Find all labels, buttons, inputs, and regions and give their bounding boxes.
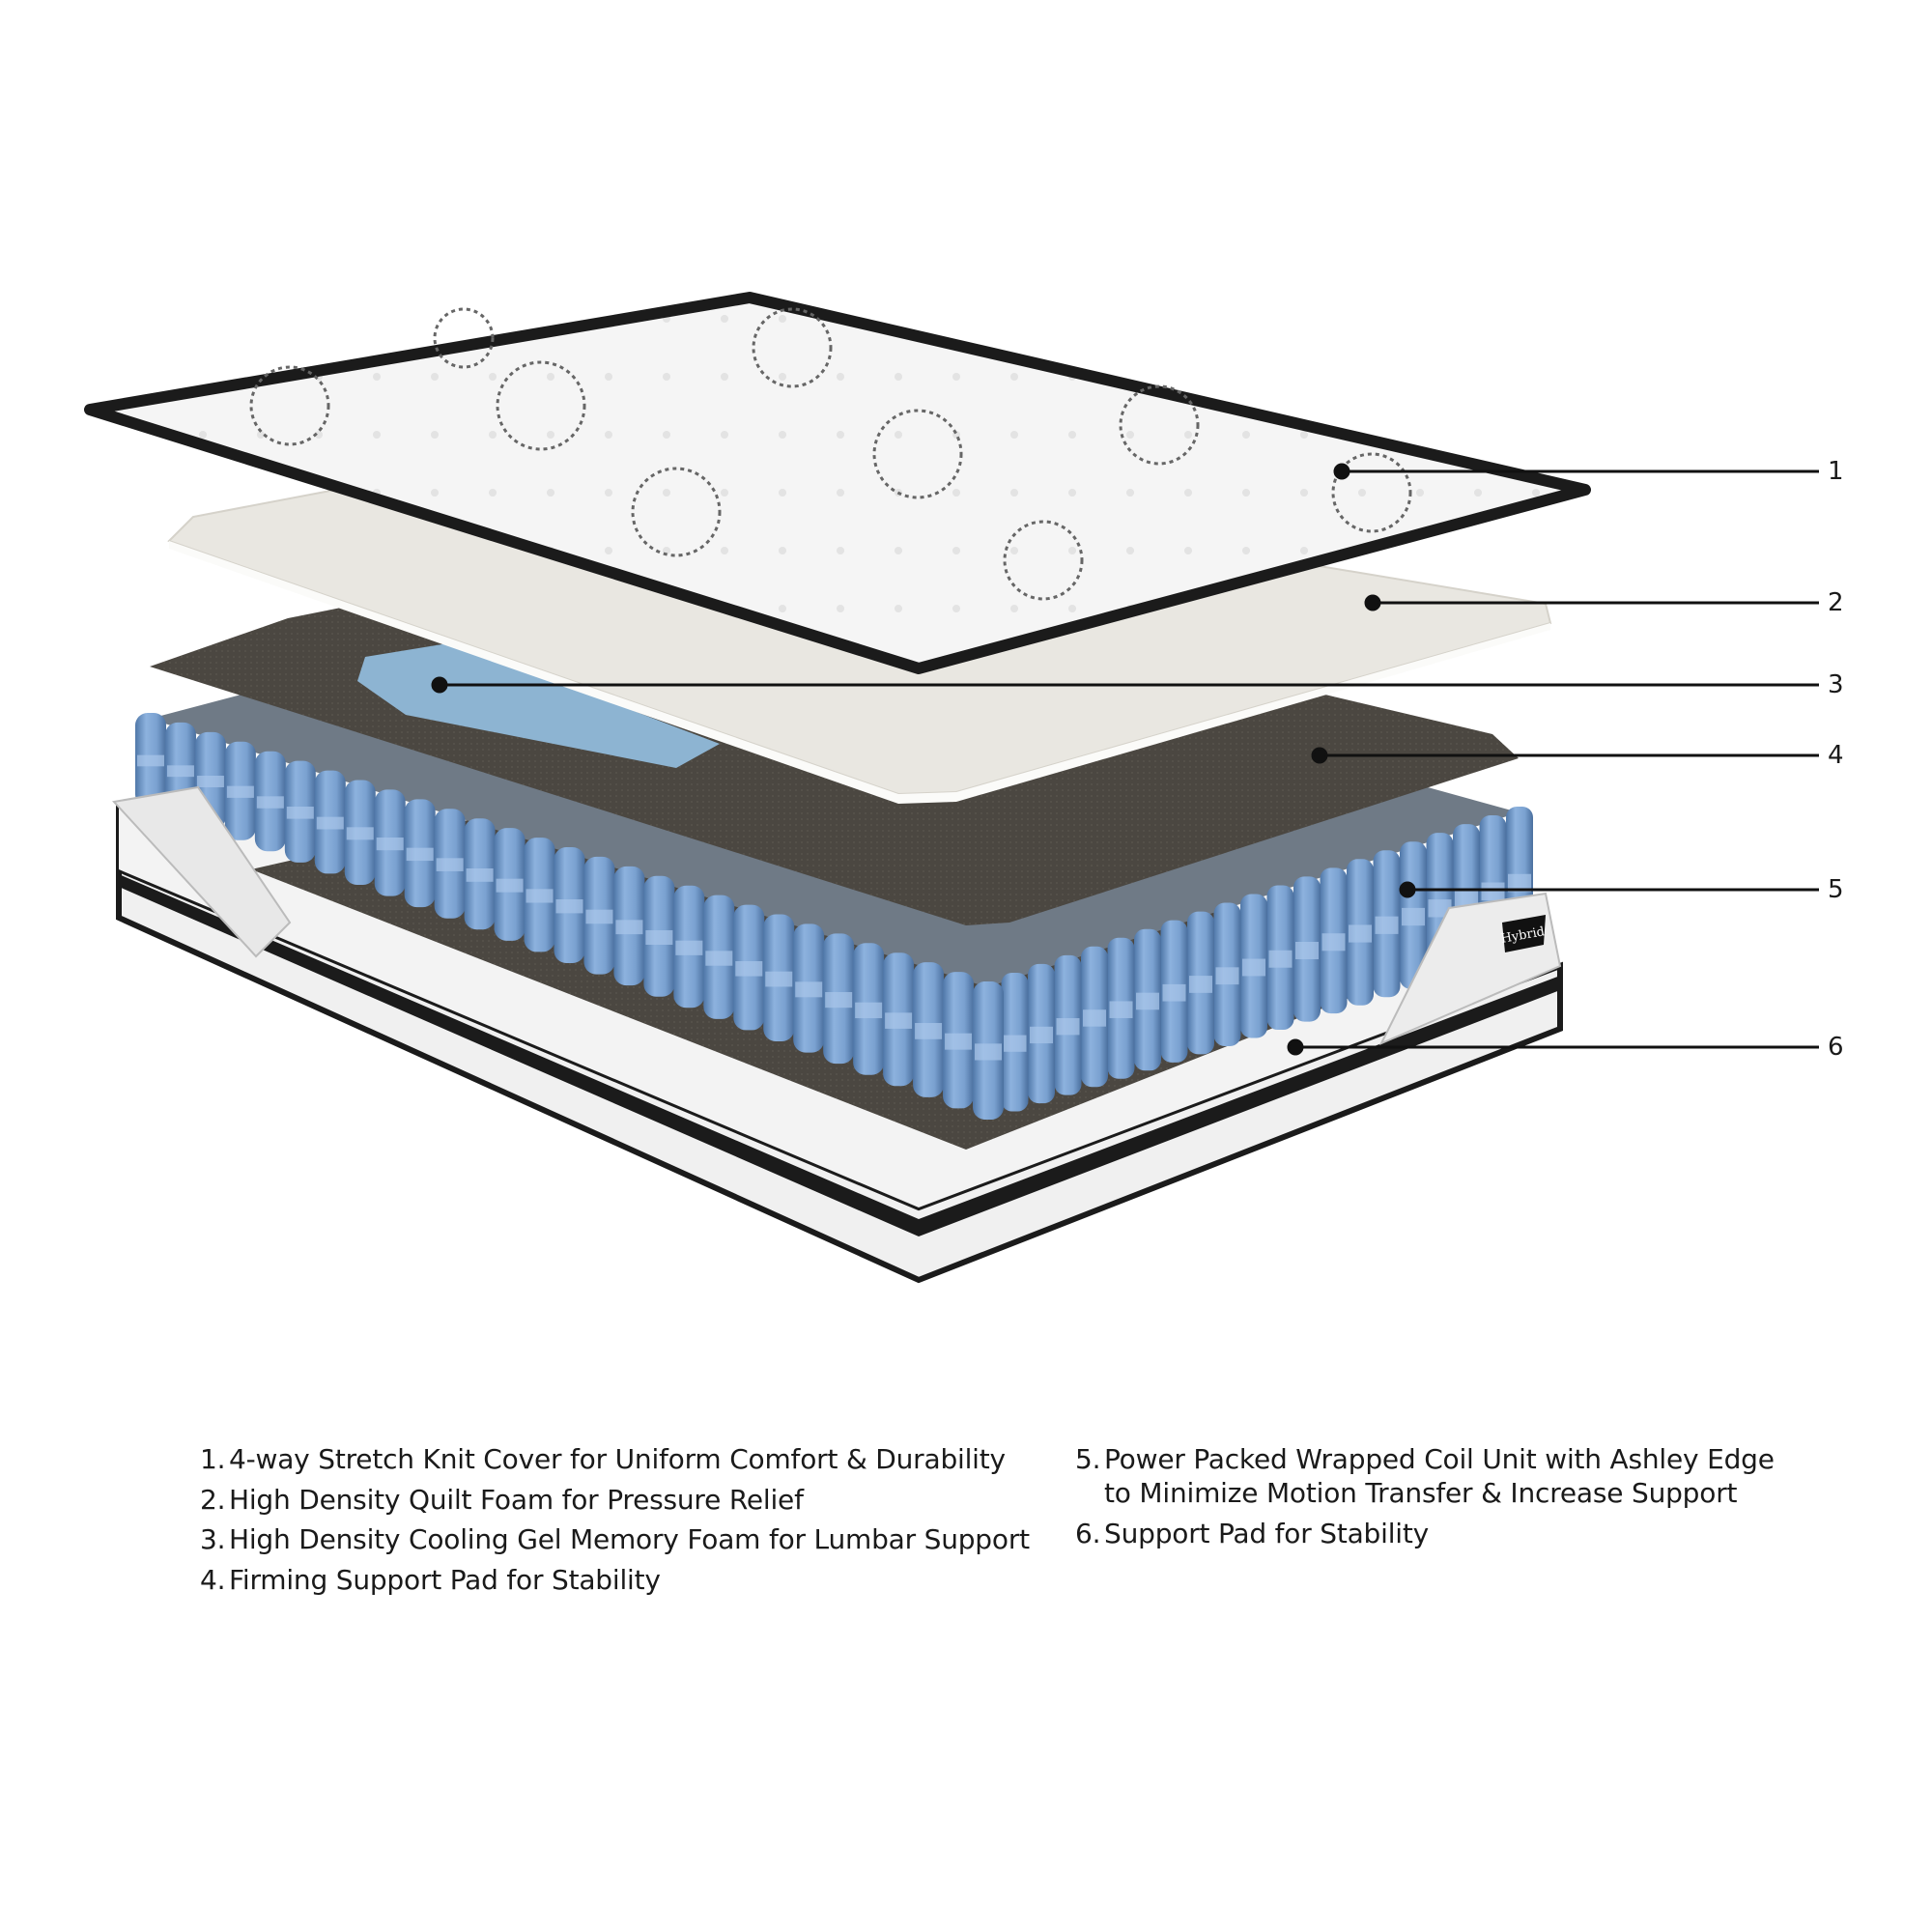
coil <box>1320 867 1348 1014</box>
coil <box>1266 885 1294 1031</box>
callout-lines <box>431 463 1819 1056</box>
callout-5: 5 <box>1828 875 1844 904</box>
coil <box>583 856 615 975</box>
coil <box>823 933 855 1065</box>
coil <box>763 914 795 1041</box>
feature-item: 6.Support Pad for Stability <box>1075 1518 1430 1549</box>
feature-item: 1.4-way Stretch Knit Cover for Uniform C… <box>200 1443 1006 1475</box>
callout-dot <box>1333 463 1350 480</box>
coil <box>1107 937 1135 1079</box>
feature-item-continuation: to Minimize Motion Transfer & Increase S… <box>1104 1477 1738 1509</box>
coil <box>524 838 555 952</box>
coil <box>374 789 406 896</box>
coil <box>1054 954 1082 1095</box>
callout-dot <box>1311 747 1328 764</box>
coil <box>793 923 825 1053</box>
coil <box>554 847 585 963</box>
coil <box>883 952 915 1087</box>
feature-item: 4.Firming Support Pad for Stability <box>200 1564 661 1596</box>
coil <box>464 818 496 930</box>
callout-3: 3 <box>1828 670 1844 699</box>
coil <box>1134 928 1161 1071</box>
callout-dot <box>1399 881 1416 898</box>
coil <box>643 875 675 997</box>
coil <box>853 943 885 1075</box>
coil <box>254 751 286 852</box>
feature-item: 3.High Density Cooling Gel Memory Foam f… <box>200 1523 1030 1555</box>
feature-item: 2.High Density Quilt Foam for Pressure R… <box>200 1484 804 1516</box>
coil <box>943 972 975 1109</box>
coil <box>673 885 705 1009</box>
coil <box>913 962 945 1097</box>
callout-1: 1 <box>1828 457 1844 486</box>
callout-dot <box>1287 1038 1304 1056</box>
coil <box>434 809 466 919</box>
coil <box>733 904 765 1031</box>
coil <box>613 866 645 986</box>
coil <box>1001 972 1029 1112</box>
hybrid-badge: Hybrid <box>1500 915 1546 952</box>
coil <box>284 760 316 863</box>
callout-dot <box>1364 594 1381 611</box>
feature-item: 5.Power Packed Wrapped Coil Unit with As… <box>1075 1443 1775 1475</box>
coil <box>404 799 436 908</box>
callout-4: 4 <box>1828 741 1844 770</box>
coil <box>1240 894 1267 1038</box>
coil <box>494 828 526 941</box>
callout-dot <box>431 676 448 694</box>
coil <box>224 741 256 840</box>
coil <box>1160 920 1188 1063</box>
coil <box>703 895 735 1019</box>
coil <box>1347 859 1374 1006</box>
gel-foam-layer-3 <box>357 642 720 768</box>
coil <box>1400 841 1427 989</box>
coil <box>314 770 346 874</box>
coil <box>973 981 1004 1120</box>
coil <box>1028 963 1055 1104</box>
coil <box>1213 902 1241 1046</box>
coil <box>1081 946 1108 1088</box>
coil <box>1293 876 1321 1022</box>
coil <box>1187 911 1214 1055</box>
callout-6: 6 <box>1828 1033 1844 1062</box>
knit-cover-layer-1 <box>84 292 1591 674</box>
coil <box>344 780 376 885</box>
coil <box>1373 850 1401 998</box>
coil <box>135 713 166 807</box>
callout-2: 2 <box>1828 588 1844 617</box>
edge-foam-left <box>112 785 292 958</box>
